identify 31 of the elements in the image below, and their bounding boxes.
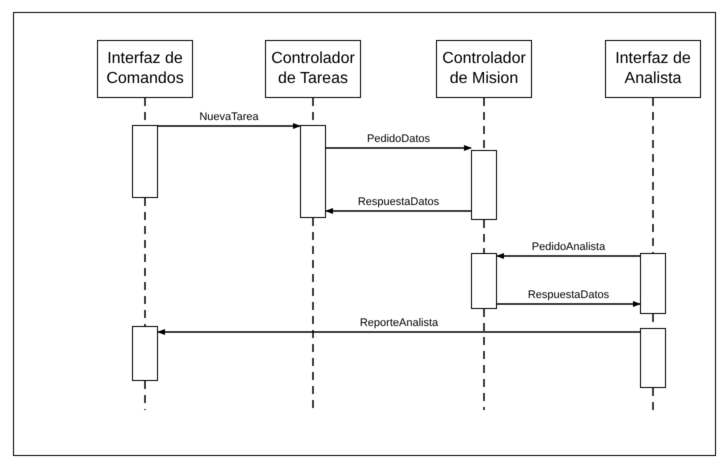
edge-label: RespuestaDatos <box>528 289 610 302</box>
activation-bar <box>640 253 666 314</box>
message-arrow <box>496 253 640 259</box>
object-box: Controlador de Tareas <box>265 40 361 98</box>
message-arrow <box>157 329 640 335</box>
message-arrow <box>497 301 641 307</box>
lifeline <box>312 218 314 410</box>
object-box: Controlador de Mision <box>436 40 532 98</box>
edge-label: PedidoAnalista <box>532 241 606 254</box>
activation-bar <box>132 125 158 198</box>
edge-label: ReporteAnalista <box>360 317 438 330</box>
lifeline <box>144 381 146 410</box>
lifeline <box>483 309 485 410</box>
message-arrow <box>158 123 301 129</box>
activation-bar <box>640 328 666 388</box>
activation-bar <box>471 150 497 220</box>
message-arrow <box>325 208 471 214</box>
edge-label: PedidoDatos <box>367 133 430 146</box>
activation-bar <box>300 125 326 218</box>
lifeline <box>652 388 654 410</box>
activation-bar <box>132 326 158 381</box>
lifeline <box>652 98 654 253</box>
edge-label: RespuestaDatos <box>358 196 440 209</box>
message-arrow <box>326 145 472 151</box>
lifeline <box>483 220 485 253</box>
activation-bar <box>471 253 497 309</box>
edge-label: NuevaTarea <box>199 111 259 124</box>
lifeline <box>144 198 146 326</box>
object-box: Interfaz de Analista <box>605 40 701 98</box>
lifeline <box>483 98 485 150</box>
object-box: Interfaz de Comandos <box>97 40 193 98</box>
